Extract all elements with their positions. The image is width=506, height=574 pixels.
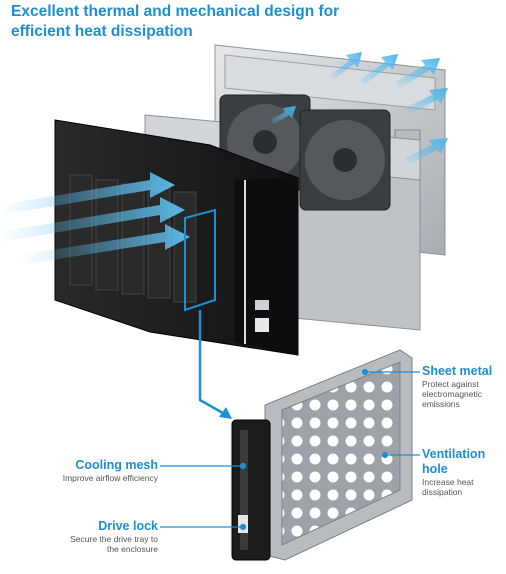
sheet-metal-heading: Sheet metal	[422, 364, 493, 378]
callout-cooling-mesh: Cooling mesh Improve airflow efficiency	[30, 458, 158, 483]
drive-lock-desc-1: Secure the drive tray to	[70, 534, 158, 544]
callout-sheet-metal: Sheet metal Protect against electromagne…	[422, 364, 506, 409]
airflow-exhaust-arrows	[270, 52, 448, 164]
callout-ventilation-hole: Ventilation hole Increase heat dissipati…	[422, 447, 506, 497]
title-line-1: Excellent thermal and mechanical design …	[11, 3, 340, 20]
cooling-mesh-desc-1: Improve airflow efficiency	[62, 473, 158, 483]
fan-right	[299, 109, 391, 211]
callout-drive-lock: Drive lock Secure the drive tray to the …	[30, 519, 158, 554]
title-line-2: efficient heat dissipation	[11, 23, 193, 40]
sheet-metal-desc-3: emissions	[422, 399, 460, 409]
detail-connector-arrow	[198, 310, 232, 419]
airflow-intake-arrows	[0, 172, 190, 265]
ventilation-hole-desc-2: dissipation	[422, 487, 463, 497]
ventilation-hole-desc-1: Increase heat	[422, 477, 474, 487]
highlighted-drive-tray	[184, 208, 216, 312]
page-title: Excellent thermal and mechanical design …	[11, 2, 341, 42]
tray-sheet-metal-mesh	[281, 361, 401, 546]
sheet-metal-desc-2: electromagnetic	[422, 389, 483, 399]
sheet-metal-desc-1: Protect against	[422, 379, 479, 389]
callout-leader-lines	[160, 368, 420, 531]
drive-lock-heading: Drive lock	[98, 519, 158, 533]
drive-lock-desc-2: the enclosure	[106, 544, 158, 554]
ventilation-hole-heading: Ventilation hole	[422, 447, 486, 476]
cooling-mesh-heading: Cooling mesh	[75, 458, 158, 472]
